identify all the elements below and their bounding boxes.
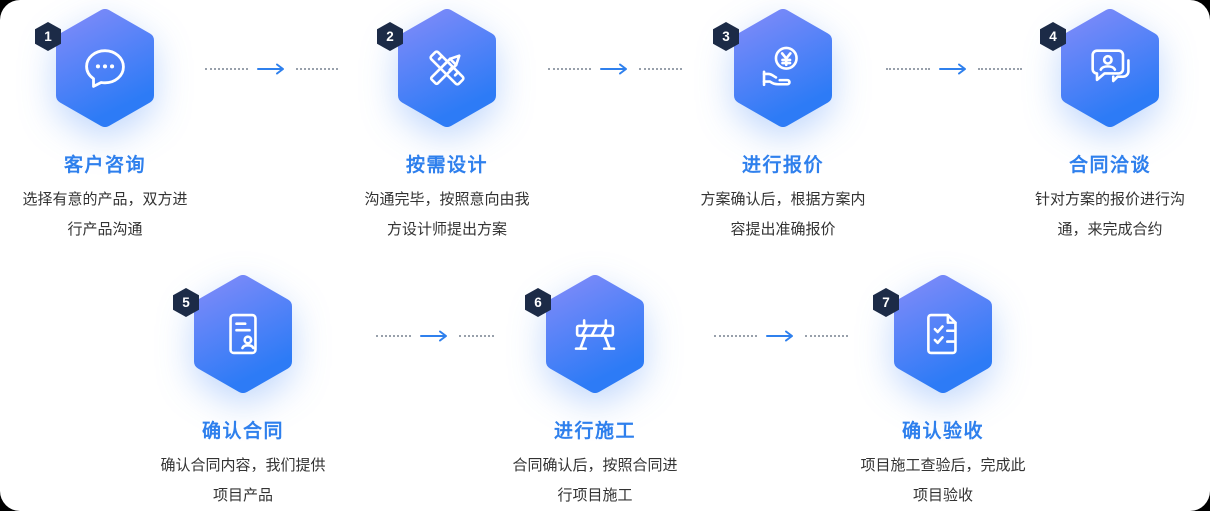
step-number-badge: 4 [1040,22,1066,51]
step-number: 1 [44,29,52,44]
step-badge: 7 [873,272,999,396]
arrow-right-icon [600,63,627,75]
step-description: 方案确认后，根据方案内容提出准确报价 [700,191,866,238]
step-number-badge: 2 [377,22,403,51]
step-badge: 4 [1040,6,1166,130]
hexagon-shape [1061,9,1159,127]
step-number: 7 [882,295,890,310]
dotted-line [295,68,338,70]
arrow-right-icon [939,63,966,75]
step-title: 按需设计 [405,155,488,176]
dotted-line [205,68,248,70]
hexagon-shape [894,275,992,393]
step-number: 5 [182,295,190,310]
step-title: 确认验收 [901,421,984,442]
dotted-line [459,335,494,337]
step-title: 进行报价 [741,155,824,176]
connector-2-3 [548,63,682,75]
step-title: 进行施工 [553,421,636,442]
step-customer-consult: 1 客户咨询 选择有意的产品，双方进行产品沟通 [0,6,235,245]
hexagon-shape [194,275,292,393]
person-bubble-icon [1091,49,1130,83]
step-title: 确认合同 [201,421,284,442]
step-number: 3 [722,29,730,44]
chat-bubble-icon [85,49,125,88]
step-badge: 3 [713,6,839,130]
step-quotation: 3 进行报价 方案确认后，根据方案内容提出准确报价 [653,6,913,245]
step-number-badge: 5 [173,288,199,317]
step-number: 6 [534,295,542,310]
step-badge: 2 [377,6,503,130]
step-description: 项目施工查验后，完成此项目验收 [860,457,1026,504]
step-acceptance: 7 确认验收 项目施工查验后，完成此项目验收 [813,272,1073,511]
construction-barrier-icon [574,319,616,350]
dotted-line [805,335,848,337]
step-number: 4 [1049,29,1057,44]
dotted-line [886,68,930,70]
hexagon-shape [546,275,644,393]
step-description: 针对方案的报价进行沟通，来完成合约 [1034,191,1185,238]
connector-6-7 [714,330,848,342]
step-construction: 6 进行施工 合同确认后，按照合同进行项目施工 [465,272,725,511]
arrow-right-icon [256,63,284,75]
arrow-right-icon [766,330,793,342]
step-number: 2 [386,29,394,44]
step-description: 合同确认后，按照合同进行项目施工 [512,457,678,504]
step-title: 合同洽谈 [1068,155,1151,176]
step-design: 2 按需设计 沟通完毕，按照意向由我方设计师提出方案 [317,6,577,245]
step-confirm-contract: 5 确认合同 确认合同内容，我们提供项目产品 [113,272,373,511]
connector-1-2 [205,63,338,75]
pencil-ruler-icon [429,50,465,86]
arrow-right-icon [420,330,447,342]
dotted-line [714,335,757,337]
hexagon-shape [398,9,496,127]
step-description: 沟通完毕，按照意向由我方设计师提出方案 [364,191,530,238]
contract-document-icon [229,313,257,355]
step-badge: 5 [173,272,299,396]
dotted-line [376,335,411,337]
connector-3-4 [886,63,1022,75]
dotted-line [639,68,682,70]
dotted-line [978,68,1022,70]
step-badge: 1 [35,6,161,130]
step-badge: 6 [525,272,651,396]
dotted-line [548,68,591,70]
step-description: 确认合同内容，我们提供项目产品 [160,457,326,504]
step-description: 选择有意的产品，双方进行产品沟通 [22,191,188,238]
connector-5-6 [376,330,494,342]
coin-hand-icon [762,46,798,87]
step-contract-negotiation: 4 合同洽谈 针对方案的报价进行沟通，来完成合约 [980,6,1210,245]
step-title: 客户咨询 [63,155,146,176]
checklist-document-icon [927,313,957,355]
